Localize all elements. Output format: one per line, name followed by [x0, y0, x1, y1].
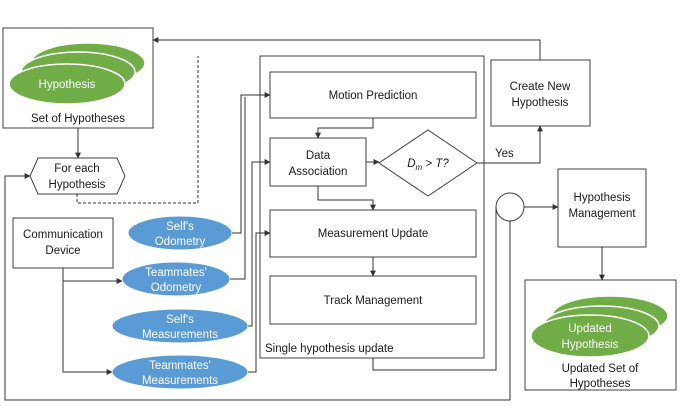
decision-label: Dm > T?	[407, 158, 449, 172]
communication-device-line2: Device	[45, 245, 80, 257]
motion-prediction-label: Motion Prediction	[329, 90, 418, 102]
merge-circle	[495, 192, 525, 222]
teammates-measurements-line2: Measurements	[142, 375, 218, 387]
measurement-update-label: Measurement Update	[318, 228, 429, 240]
data-association-box	[269, 137, 367, 187]
data-association-line2: Association	[289, 166, 348, 178]
create-new-hypothesis-line2: Hypothesis	[512, 97, 569, 109]
arrow-create-to-set	[152, 37, 541, 60]
hypothesis-management-box	[557, 168, 647, 248]
communication-device-box	[12, 217, 114, 269]
track-management-box	[269, 275, 477, 325]
yes-label: Yes	[495, 148, 514, 160]
measurement-update-box	[269, 209, 477, 258]
hypothesis-management-line2: Management	[568, 208, 636, 220]
arrow-comm-to-team-measurements	[62, 268, 113, 375]
updated-hypothesis-line1: Updated	[568, 323, 611, 335]
updated-hypothesis-line2: Hypothesis	[562, 339, 619, 351]
arrow-comm-to-team-odometry	[62, 268, 123, 284]
hypothesis-label: Hypothesis	[39, 79, 96, 91]
updated-set-line2: Hypotheses	[570, 378, 631, 390]
self-measurements-line2: Measurements	[142, 329, 218, 341]
data-association-line1: Data	[306, 150, 331, 162]
create-new-hypothesis-line1: Create New	[510, 81, 571, 93]
create-new-hypothesis-box	[490, 59, 591, 127]
hypothesis-ellipse-front	[8, 63, 126, 105]
set-of-hypotheses-label: Set of Hypotheses	[31, 113, 125, 125]
single-hypothesis-update-label: Single hypothesis update	[265, 343, 394, 355]
arrow-update-to-merge	[372, 207, 497, 371]
updated-hypothesis-ellipse-front	[530, 314, 650, 358]
updated-set-line1: Updated Set of	[562, 363, 640, 375]
teammates-odometry-line2: Odometry	[151, 282, 202, 294]
arrow-odometry-to-motion	[232, 92, 271, 234]
arrow-measurements-to-update	[248, 230, 271, 373]
hypothesis-management-line1: Hypothesis	[574, 192, 631, 204]
for-each-label-line1: For each	[54, 163, 99, 175]
line-team-odometry-bus	[230, 97, 246, 280]
self-measurements-line1: Self's	[166, 314, 194, 326]
teammates-odometry-line1: Teammates'	[145, 267, 207, 279]
arrow-yes-to-create	[477, 125, 543, 164]
teammates-measurements-line1: Teammates'	[149, 360, 211, 372]
self-odometry-line2: Odometry	[155, 236, 206, 248]
self-odometry-line1: Self's	[166, 221, 194, 233]
arrow-loop-to-foreach	[4, 173, 511, 401]
arrow-motion-to-dataassoc	[315, 118, 374, 139]
track-management-label: Track Management	[324, 295, 423, 307]
arrow-dataassoc-to-update	[317, 186, 376, 211]
for-each-label-line2: Hypothesis	[49, 179, 106, 191]
arrow-measurements-to-dataassoc	[248, 159, 271, 327]
communication-device-line1: Communication	[23, 229, 103, 241]
